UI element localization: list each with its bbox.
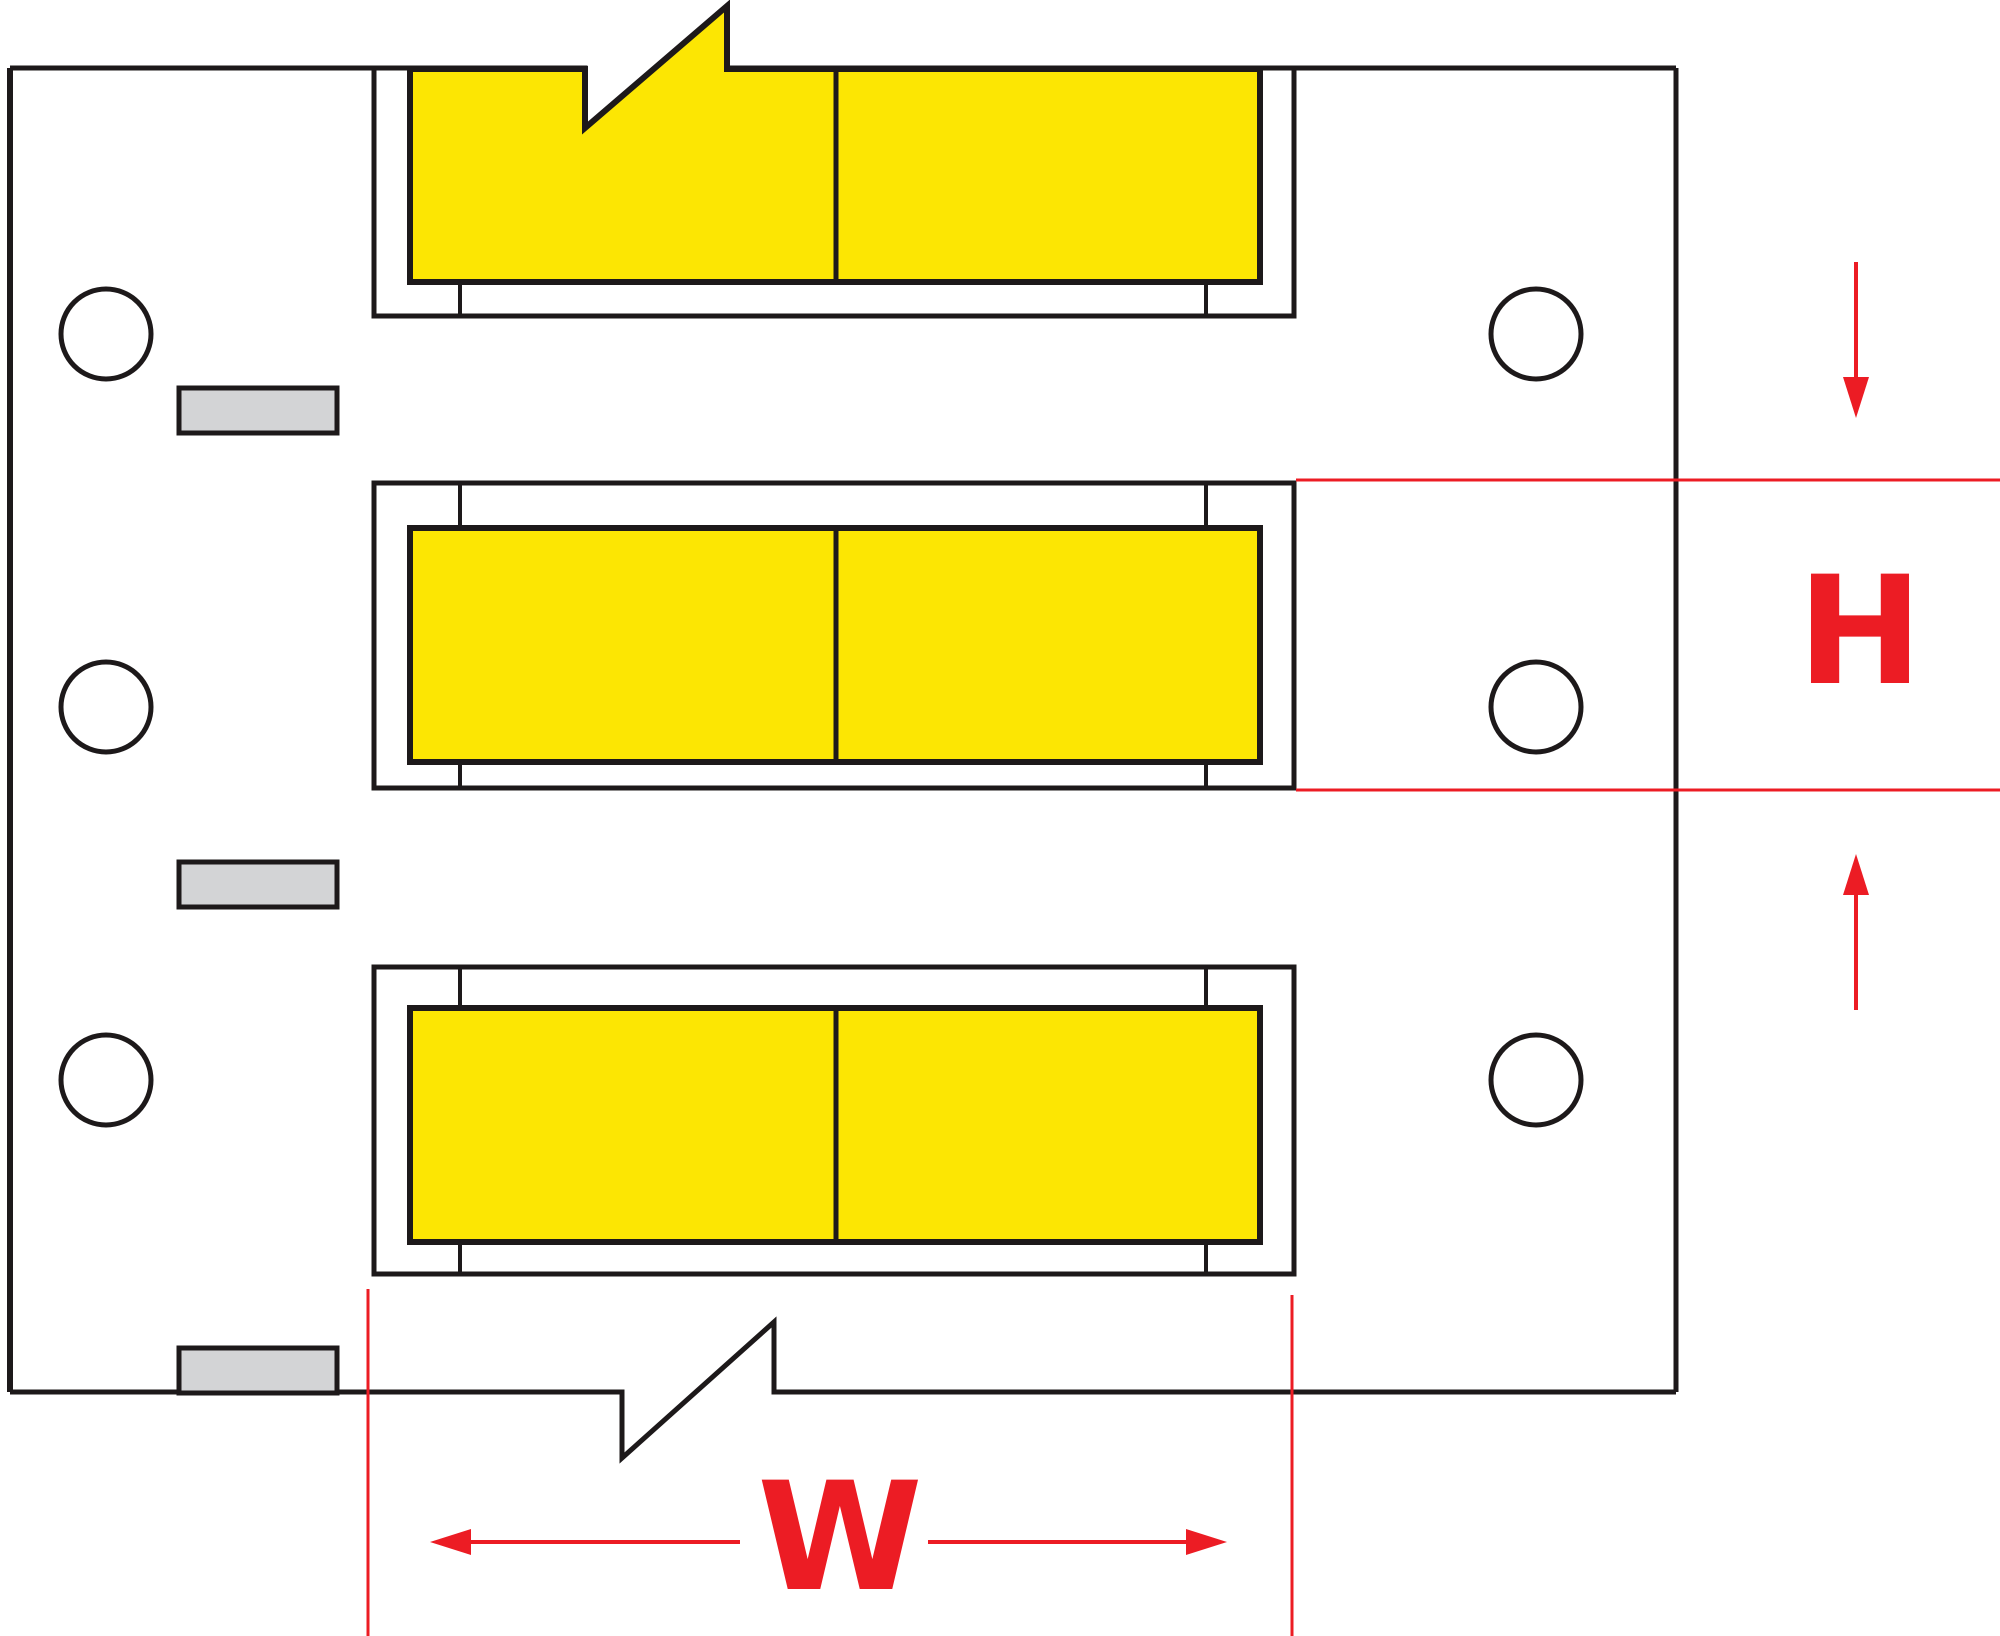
feed-hole — [58, 1032, 154, 1128]
dimension-arrow-left-head — [430, 1529, 471, 1555]
carrier-liner — [7, 0, 1679, 1464]
dimension-arrow-down-head — [1843, 377, 1869, 418]
sleeve-holder-outline — [371, 480, 1297, 791]
sleeve-row-1 — [371, 0, 1297, 319]
width-dimension: W — [366, 1289, 1294, 1636]
carrier-bottom-edge-with-break — [10, 1316, 1676, 1464]
feed-hole — [1488, 1032, 1584, 1128]
sleeve-row-3 — [371, 964, 1297, 1277]
height-dimension-label: H — [1797, 545, 1923, 719]
feed-hole — [58, 659, 154, 755]
dimension-arrow-up-head — [1843, 854, 1869, 895]
sleeve-row-2 — [371, 480, 1297, 791]
feed-hole — [58, 286, 154, 382]
registration-notch — [176, 1345, 340, 1396]
feed-hole — [1488, 659, 1584, 755]
feed-hole — [1488, 286, 1584, 382]
registration-notch — [176, 385, 340, 436]
height-dimension: H — [1296, 262, 2000, 1010]
dimension-arrow-right-head — [1186, 1529, 1227, 1555]
sleeve-holder-outline — [371, 964, 1297, 1277]
width-dimension-label: W — [757, 1451, 922, 1625]
registration-notches — [176, 385, 340, 1396]
feed-holes — [58, 286, 1584, 1128]
registration-notch — [176, 859, 340, 910]
sleeve-holder-outline — [371, 68, 1297, 319]
carrier-top-edge-with-break — [10, 0, 1676, 134]
